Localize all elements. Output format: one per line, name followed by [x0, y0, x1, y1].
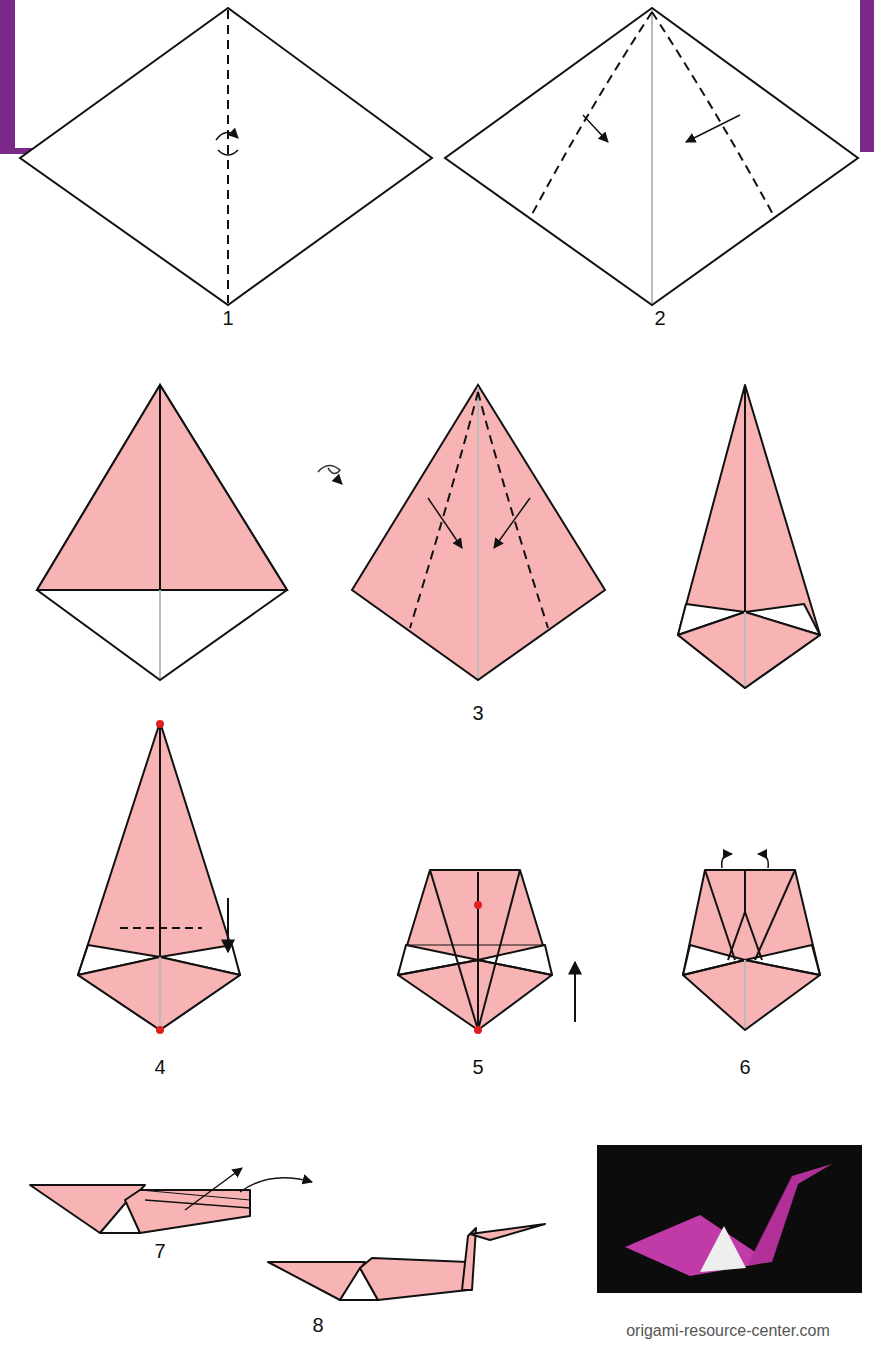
step-1-figure — [20, 8, 432, 305]
kite-figure — [37, 385, 287, 680]
step-7-figure — [30, 1168, 312, 1233]
step-6-figure — [683, 854, 820, 1030]
step-3-figure — [352, 385, 605, 680]
step-number: 1 — [222, 307, 233, 330]
label-holder: 4 — [154, 1056, 165, 1079]
label-holder: 2 — [654, 307, 665, 330]
finished-swan-photo — [597, 1145, 862, 1293]
label-holder: origami-resource-center.com — [626, 1322, 830, 1340]
step-5-figure — [398, 870, 575, 1034]
frame-bar — [0, 0, 15, 152]
step-8-figure — [268, 1224, 545, 1300]
narrow-kite-figure — [678, 385, 820, 688]
step-number: 5 — [472, 1056, 483, 1079]
label-holder: 3 — [472, 702, 483, 725]
frame-bar — [860, 0, 874, 152]
label-holder: 6 — [739, 1056, 750, 1079]
watermark: origami-resource-center.com — [626, 1322, 830, 1340]
label-holder: 8 — [312, 1314, 323, 1337]
label-holder: 1 — [222, 307, 233, 330]
step-2-figure — [445, 8, 858, 305]
label-holder: 5 — [472, 1056, 483, 1079]
label-holder: 7 — [154, 1240, 165, 1263]
step-number: 7 — [154, 1240, 165, 1263]
flip-symbol — [318, 465, 340, 473]
step-number: 8 — [312, 1314, 323, 1337]
step-number: 2 — [654, 307, 665, 330]
step-number: 3 — [472, 702, 483, 725]
step-number: 4 — [154, 1056, 165, 1079]
flip-symbol — [336, 478, 342, 484]
step-number: 6 — [739, 1056, 750, 1079]
step-4-figure — [78, 720, 240, 1034]
